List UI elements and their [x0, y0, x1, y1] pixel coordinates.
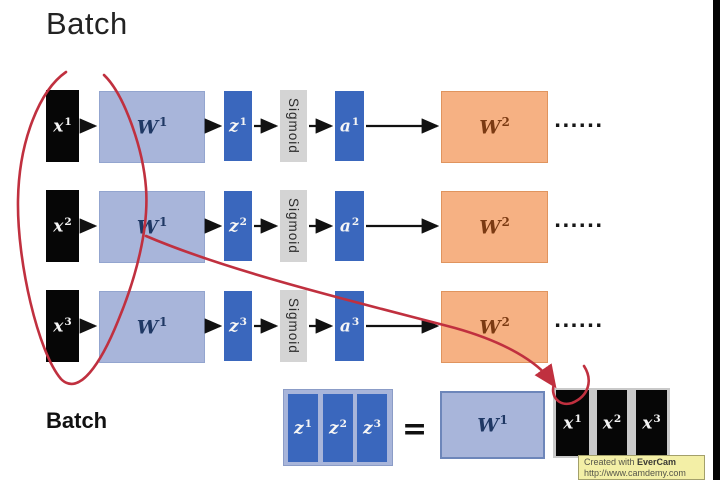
w2-label: W2	[479, 114, 510, 139]
x-matrix-group: x1 x2 x3	[553, 388, 670, 458]
ellipsis: ......	[554, 110, 604, 132]
x1-label: x1	[563, 412, 582, 434]
weight-w2-box: W2	[441, 191, 548, 263]
weight-w1-box: W1	[99, 191, 205, 263]
ellipsis: ......	[554, 310, 604, 332]
z1-label: z1	[294, 417, 312, 439]
z1-box: z1	[224, 91, 252, 161]
sigmoid-label: Sigmoid	[286, 98, 301, 154]
w1-label: W1	[136, 114, 168, 139]
a3-box: a3	[335, 291, 364, 361]
weight-w2-box: W2	[441, 91, 548, 163]
sigmoid-label: Sigmoid	[286, 298, 301, 354]
x1-label: x1	[53, 115, 72, 137]
sigmoid-box: Sigmoid	[280, 90, 307, 162]
x2-label: x2	[53, 215, 72, 237]
equals-sign: =	[402, 412, 428, 447]
watermark: Created with EverCam http://www.camdemy.…	[578, 455, 705, 480]
x2-matrix-box: x2	[597, 390, 627, 456]
batch-caption: Batch	[46, 408, 108, 433]
input-x1-box: x1	[46, 90, 79, 162]
weight-w1-matrix-box: W1	[440, 391, 545, 459]
watermark-url: http://www.camdemy.com	[584, 468, 686, 478]
z1-label: z1	[229, 115, 247, 137]
batch-row-2: x2 W1 z2 Sigmoid a2 W2 ......	[0, 190, 720, 263]
z3-matrix-box: z3	[357, 394, 387, 462]
sigmoid-box: Sigmoid	[280, 290, 307, 362]
w1-label: W1	[136, 314, 168, 339]
z2-matrix-box: z2	[323, 394, 353, 462]
x3-label: x3	[53, 315, 72, 337]
w2-label: W2	[479, 214, 510, 239]
watermark-brand: EverCam	[637, 457, 677, 467]
z3-label: z3	[363, 417, 381, 439]
weight-w2-box: W2	[441, 291, 548, 363]
z3-label: z3	[229, 315, 247, 337]
w1-label: W1	[136, 214, 168, 239]
batch-row-3: x3 W1 z3 Sigmoid a3 W2 ......	[0, 290, 720, 363]
z2-box: z2	[224, 191, 252, 261]
w2-label: W2	[479, 314, 510, 339]
z3-box: z3	[224, 291, 252, 361]
weight-w1-box: W1	[99, 91, 205, 163]
a1-label: a1	[339, 115, 360, 137]
a3-label: a3	[339, 315, 360, 337]
input-x2-box: x2	[46, 190, 79, 262]
z1-matrix-box: z1	[288, 394, 318, 462]
ellipsis: ......	[554, 210, 604, 232]
x1-matrix-box: x1	[556, 390, 589, 456]
sigmoid-label: Sigmoid	[286, 198, 301, 254]
x3-label: x3	[642, 412, 661, 434]
batch-row-1: x1 W1 z1 Sigmoid a1 W2 ......	[0, 90, 720, 163]
a2-label: a2	[339, 215, 360, 237]
weight-w1-box: W1	[99, 291, 205, 363]
x2-label: x2	[602, 412, 622, 434]
a1-box: a1	[335, 91, 364, 161]
video-letterbox-bar	[713, 0, 720, 480]
sigmoid-box: Sigmoid	[280, 190, 307, 262]
page-title: Batch	[46, 6, 128, 41]
input-x3-box: x3	[46, 290, 79, 362]
w1-label: W1	[477, 412, 508, 437]
z-matrix-group: z1 z2 z3	[283, 389, 393, 466]
x3-matrix-box: x3	[636, 390, 667, 456]
a2-box: a2	[335, 191, 364, 261]
z2-label: z2	[329, 417, 347, 439]
z2-label: z2	[229, 215, 247, 237]
watermark-line1: Created with EverCam	[584, 457, 677, 467]
